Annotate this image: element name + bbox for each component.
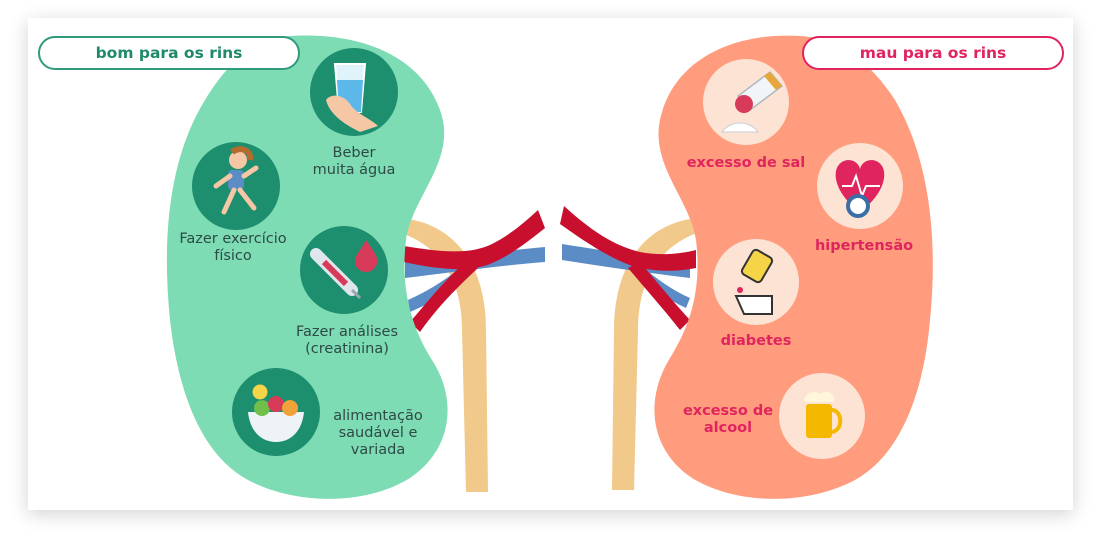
good-item-exercise: Fazer exercício físico (168, 231, 298, 265)
left-artery (404, 210, 545, 270)
good-for-kidneys-badge: bom para os rins (38, 36, 300, 70)
good-item-diet-line: saudável e (338, 425, 418, 441)
syringe-blood-drop-icon (300, 226, 388, 314)
good-item-exercise-line: físico (214, 248, 252, 264)
right-artery-branch (628, 262, 690, 330)
bad-for-kidneys-badge: mau para os rins (802, 36, 1064, 70)
bad-item-alcohol-line: excesso de (682, 403, 774, 419)
left-artery-branch (410, 262, 478, 332)
right-artery (560, 206, 696, 271)
good-item-diet: alimentação saudável e variada (318, 408, 438, 459)
good-item-analyses-line: (creatinina) (305, 341, 389, 357)
bad-item-diabetes-line: diabetes (720, 333, 792, 349)
running-woman-icon (192, 142, 280, 230)
beer-mug-icon (779, 373, 865, 459)
right-ureter (612, 218, 700, 490)
bad-item-salt: excesso de sal (676, 155, 816, 172)
good-item-diet-line: variada (350, 442, 406, 458)
good-item-diet-line: alimentação (333, 408, 423, 424)
bad-item-alcohol: excesso de alcool (676, 403, 780, 437)
bad-item-diabetes: diabetes (706, 333, 806, 350)
glucose-meter-icon (713, 239, 799, 325)
vegetable-bowl-icon (232, 368, 320, 456)
bad-item-hypertension-line: hipertensão (814, 238, 914, 254)
good-item-analyses: Fazer análises (creatinina) (282, 324, 412, 358)
salt-shaker-icon (703, 59, 789, 145)
bad-item-salt-line: excesso de sal (686, 155, 806, 171)
bad-item-alcohol-line: alcool (703, 420, 753, 436)
good-item-analyses-line: Fazer análises (295, 324, 399, 340)
good-item-water-line: muita água (312, 162, 396, 178)
heart-pressure-gauge-icon (817, 143, 903, 229)
bad-item-hypertension: hipertensão (806, 238, 922, 255)
good-item-water: Beber muita água (296, 145, 412, 179)
left-ureter (398, 218, 488, 492)
water-glass-icon (310, 48, 398, 136)
good-item-exercise-line: Fazer exercício (179, 231, 287, 247)
good-item-water-line: Beber (332, 145, 376, 161)
